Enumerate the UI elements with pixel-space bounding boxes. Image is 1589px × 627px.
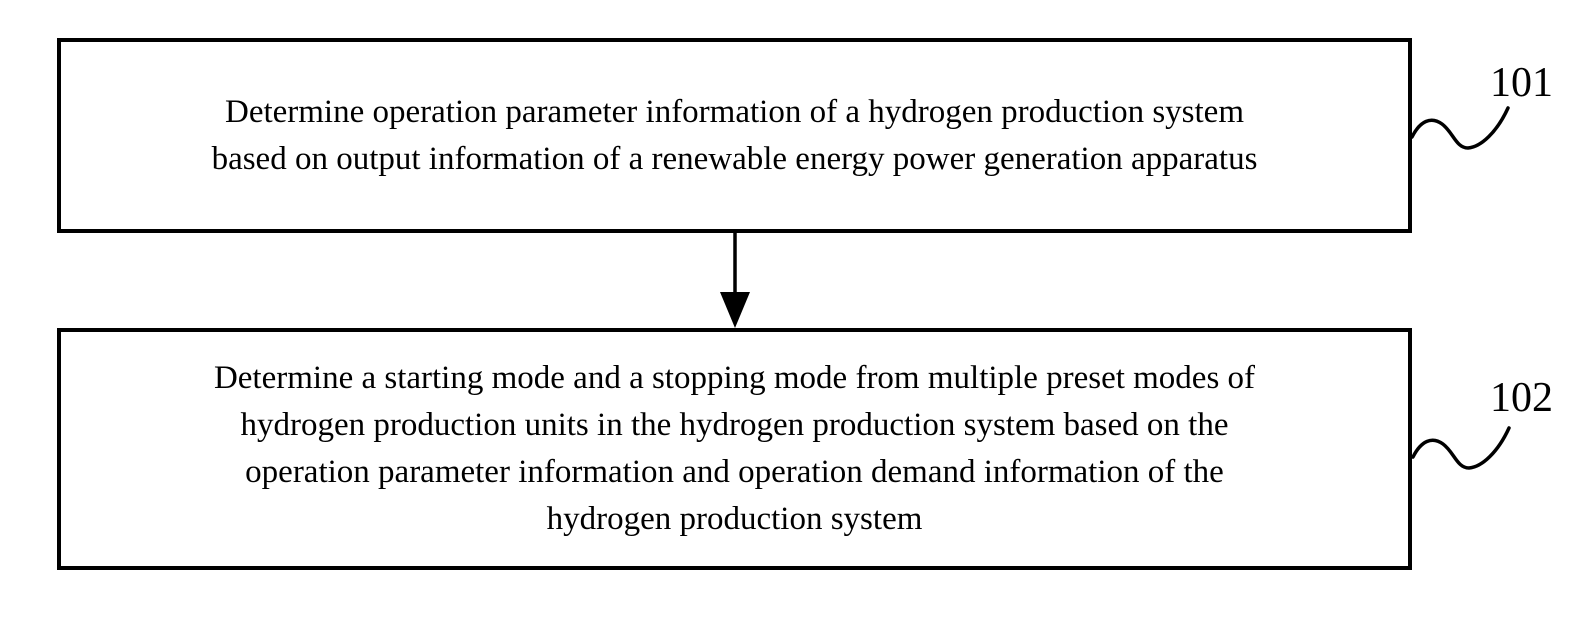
process-text-line: hydrogen production system xyxy=(546,501,923,537)
reference-numeral-102: 102 xyxy=(1490,375,1553,421)
process-text-line: operation parameter information and oper… xyxy=(245,454,1224,490)
reference-lead-line-icon xyxy=(1411,106,1510,150)
process-text-line: based on output information of a renewab… xyxy=(211,140,1258,177)
process-text-line: Determine operation parameter informatio… xyxy=(224,93,1244,130)
process-text-line: Determine a starting mode and a stopping… xyxy=(213,360,1256,396)
reference-lead-line-icon xyxy=(1412,426,1511,470)
process-box-102: Determine a starting mode and a stopping… xyxy=(57,328,1412,570)
process-box-101: Determine operation parameter informatio… xyxy=(57,38,1412,233)
process-text-line: hydrogen production units in the hydroge… xyxy=(240,407,1229,443)
down-arrow-icon xyxy=(720,233,750,328)
reference-numeral-101: 101 xyxy=(1490,60,1553,106)
